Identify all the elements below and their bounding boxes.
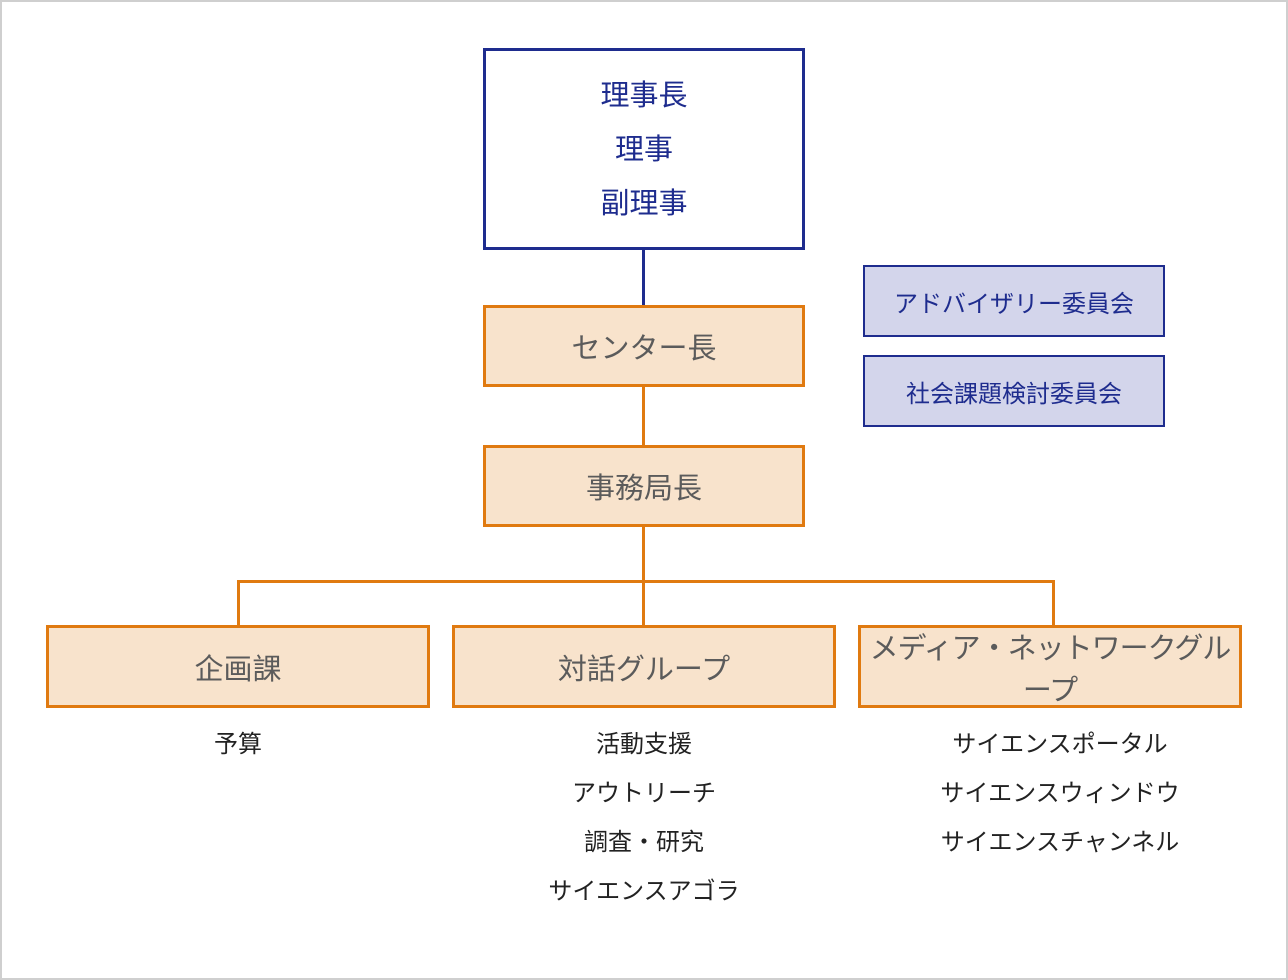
list-item: サイエンスウィンドウ xyxy=(940,779,1180,807)
list-item: 調査・研究 xyxy=(584,828,704,856)
center-head-box: センター長 xyxy=(483,305,805,387)
center-head-label: センター長 xyxy=(571,331,717,365)
dept-planning-label: 企画課 xyxy=(194,651,282,686)
secretary-general-label: 事務局長 xyxy=(585,471,702,505)
connector-to-dept-3 xyxy=(1052,580,1055,627)
advisory-committee-box: アドバイザリー委員会 xyxy=(863,265,1165,337)
leadership-line-3: 副理事 xyxy=(600,186,688,220)
leadership-box: 理事長 理事 副理事 xyxy=(483,48,805,250)
list-item: アウトリーチ xyxy=(572,779,716,807)
list-item: 活動支援 xyxy=(596,730,692,758)
dept-dialogue-box: 対話グループ xyxy=(452,625,836,708)
dept-media-network-items: サイエンスポータル サイエンスウィンドウ サイエンスチャンネル xyxy=(868,720,1252,867)
list-item: サイエンスチャンネル xyxy=(940,828,1180,856)
list-item: 予算 xyxy=(214,730,262,758)
social-issues-committee-box: 社会課題検討委員会 xyxy=(863,355,1165,427)
dept-media-network-label: メディア・ネットワークグループ xyxy=(869,630,1232,707)
social-issues-committee-label: 社会課題検討委員会 xyxy=(906,379,1122,408)
leadership-line-1: 理事長 xyxy=(600,78,688,112)
connector-secretary-down xyxy=(642,526,645,582)
connector-top-to-center xyxy=(642,250,645,306)
dept-dialogue-items: 活動支援 アウトリーチ 調査・研究 サイエンスアゴラ xyxy=(452,720,836,916)
list-item: サイエンスポータル xyxy=(952,730,1168,758)
list-item: サイエンスアゴラ xyxy=(548,877,740,905)
connector-to-dept-1 xyxy=(237,580,240,627)
advisory-committee-label: アドバイザリー委員会 xyxy=(894,289,1134,318)
secretary-general-box: 事務局長 xyxy=(483,445,805,527)
dept-dialogue-label: 対話グループ xyxy=(557,651,731,686)
connector-to-dept-2 xyxy=(642,580,645,627)
dept-media-network-box: メディア・ネットワークグループ xyxy=(858,625,1242,708)
dept-planning-box: 企画課 xyxy=(46,625,430,708)
connector-horizontal-bar xyxy=(237,580,1055,583)
leadership-line-2: 理事 xyxy=(614,132,673,166)
dept-planning-items: 予算 xyxy=(46,720,430,769)
connector-center-to-secretary xyxy=(642,386,645,446)
